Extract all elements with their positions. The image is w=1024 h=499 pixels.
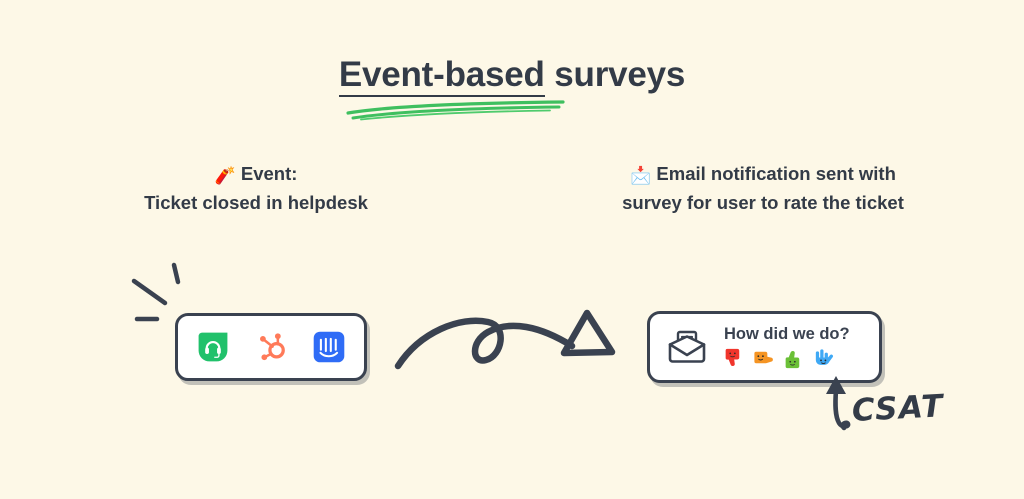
hubspot-icon[interactable]: [253, 329, 289, 365]
helpdesk-apps-card[interactable]: [175, 313, 367, 381]
freshdesk-icon[interactable]: [195, 329, 231, 365]
rock-on-rating[interactable]: [812, 347, 835, 370]
csat-label: CSAT: [851, 388, 945, 429]
hand-sideways-rating[interactable]: [752, 347, 775, 370]
survey-email-card[interactable]: How did we do?: [647, 311, 882, 383]
email-caption-line1-text: Email notification sent with: [651, 163, 896, 184]
intercom-icon[interactable]: [311, 329, 347, 365]
email-caption: 📩 Email notification sent with survey fo…: [578, 160, 948, 217]
rating-options[interactable]: [722, 347, 835, 370]
survey-body: How did we do?: [722, 325, 850, 370]
green-underline-swoosh: [346, 100, 565, 121]
title-highlight: Event-based: [338, 55, 545, 97]
curved-flow-arrow: [394, 309, 616, 370]
event-caption: 🧨 Event: Ticket closed in helpdesk: [96, 160, 416, 217]
thumbs-down-rating[interactable]: [722, 347, 745, 370]
open-envelope-icon: [668, 330, 706, 363]
page-title: Event-based surveys: [0, 55, 1024, 121]
open-envelope-icon-wrap: [664, 325, 710, 369]
email-caption-line2: survey for user to rate the ticket: [622, 191, 904, 213]
event-caption-line1: 🧨 Event:: [96, 160, 416, 189]
event-caption-line1-text: Event:: [235, 163, 298, 184]
email-caption-line1: 📩 Email notification sent with: [578, 160, 948, 189]
thumbs-up-rating[interactable]: [782, 347, 805, 370]
title-rest: surveys: [544, 55, 686, 94]
action-burst-lines: [131, 262, 181, 322]
event-caption-line2: Ticket closed in helpdesk: [144, 191, 368, 213]
csat-curly-arrow: [826, 376, 851, 431]
title-text: Event-based surveys: [338, 55, 686, 121]
firecracker-emoji: 🧨: [214, 166, 236, 185]
incoming-envelope-emoji: 📩: [630, 166, 652, 185]
survey-question: How did we do?: [724, 324, 850, 343]
